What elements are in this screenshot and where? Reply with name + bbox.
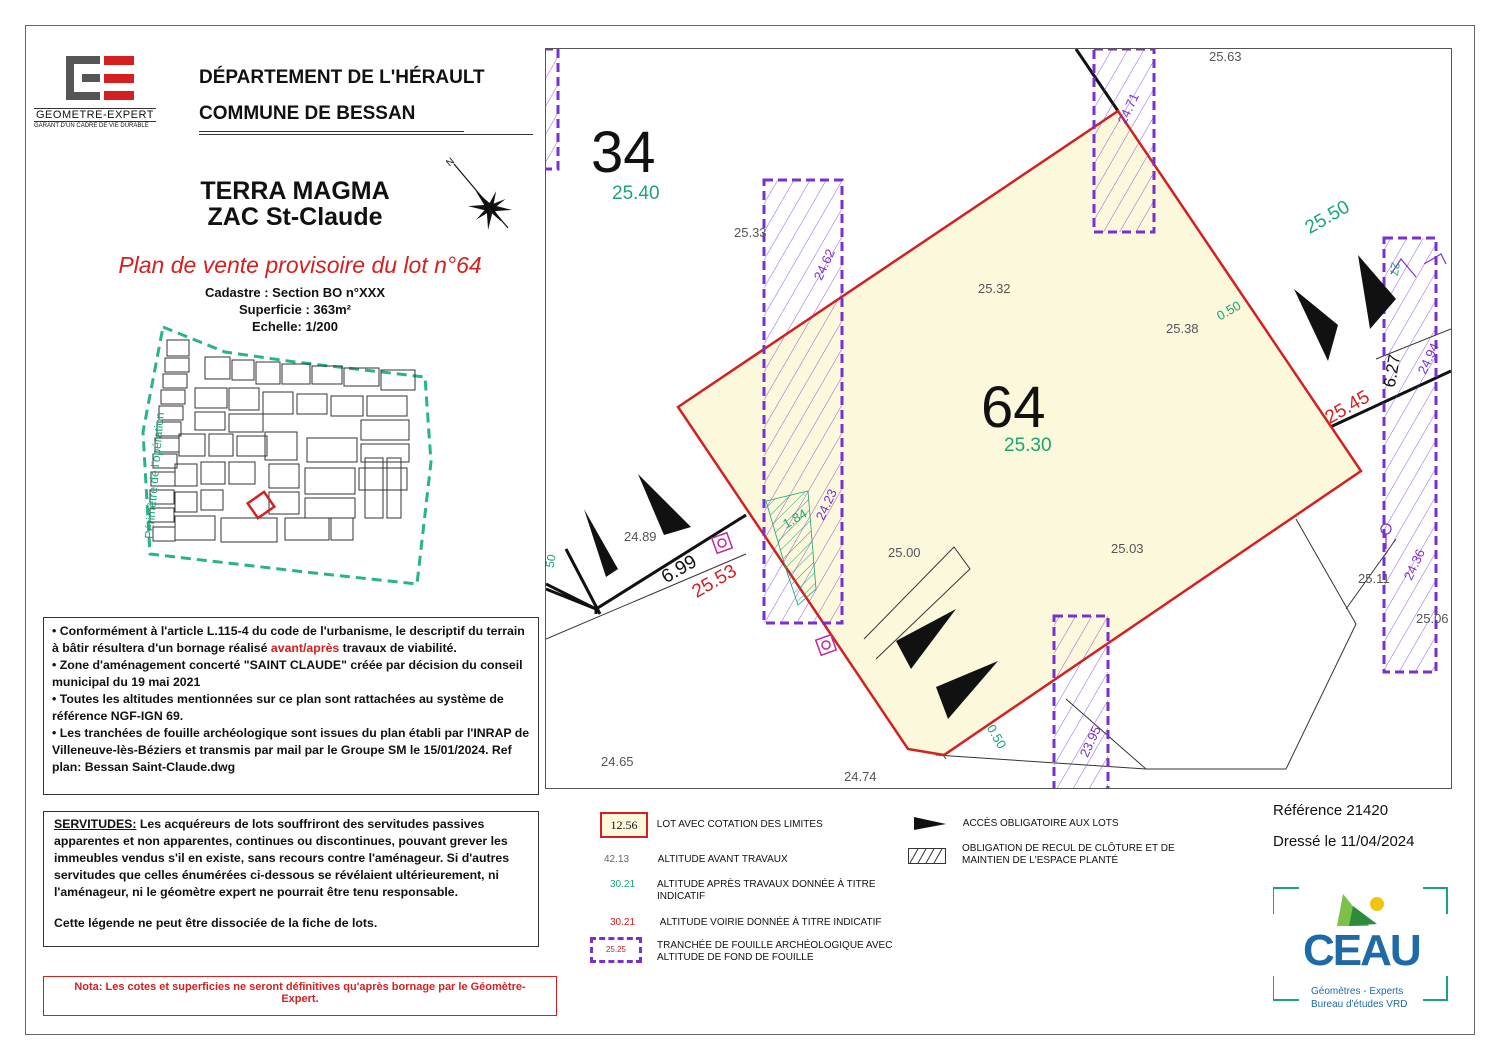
- project-name: TERRA MAGMA: [200, 177, 390, 205]
- north-arrow: N: [440, 150, 525, 235]
- legend-alt-road-text: ALTITUDE VOIRIE DONNÉE À TITRE INDICATIF: [659, 917, 882, 928]
- project-zone: ZAC St-Claude: [207, 203, 383, 231]
- legend-alt-after-text: ALTITUDE APRÈS TRAVAUX DONNÉE À TITRE IN…: [657, 879, 876, 902]
- hatch-swatch-icon: [908, 848, 946, 864]
- note-2-text: Zone d'aménagement concerté "SAINT CLAUD…: [52, 658, 523, 689]
- legend-footer: Cette légende ne peut être dissociée de …: [54, 916, 378, 930]
- plan-title: Plan de vente provisoire du lot n°64: [118, 252, 482, 278]
- department-title: DÉPARTEMENT DE L'HÉRAULT: [199, 67, 485, 88]
- spot-height: 25.00: [888, 545, 921, 560]
- legend-alt-before-sample: 42.13: [604, 854, 630, 865]
- legend-alt-after-sample: 30.21: [610, 879, 636, 890]
- legend-lot-sample: 12.56: [600, 812, 648, 838]
- note-1-text: Conformément à l'article L.115-4 du code…: [52, 624, 525, 655]
- ceau-name: CEAU: [1303, 926, 1422, 975]
- page-frame: [25, 25, 1475, 1035]
- spot-height: 25.63: [1209, 49, 1242, 64]
- ceau-emblem: [1272, 887, 1448, 1001]
- reference-number: Référence 21420: [1273, 802, 1389, 819]
- ge-logo-tagline: GARANT D'UN CADRE DE VIE DURABLE: [34, 123, 149, 129]
- servitudes-label: SERVITUDES:: [54, 817, 137, 831]
- ge-logo-name: GEOMETRE-EXPERT: [34, 108, 156, 122]
- servitudes-box: SERVITUDES: Les acquéreurs de lots souff…: [43, 811, 539, 947]
- note-1-end: travaux de viabilité.: [339, 641, 457, 655]
- legend-trench-text: TRANCHÉE DE FOUILLE ARCHÉOLOGIQUE AVEC A…: [657, 940, 893, 963]
- commune-title: COMMUNE DE BESSAN: [199, 103, 416, 124]
- spot-height: 25.32: [978, 281, 1011, 296]
- spot-height: 25.03: [1111, 541, 1144, 556]
- access-triangle-icon: [914, 817, 946, 830]
- nota-box: Nota: Les cotes et superficies ne seront…: [43, 976, 557, 1016]
- legend-setback-text: OBLIGATION DE RECUL DE CLÔTURE ET DE MAI…: [962, 843, 1175, 866]
- note-4-text: Les tranchées de fouille archéologique s…: [52, 726, 530, 774]
- note-4: • Les tranchées de fouille archéologique…: [52, 726, 530, 774]
- header-divider-2: [199, 134, 533, 135]
- ceau-line-2: Bureau d'études VRD: [1311, 999, 1408, 1010]
- legend-lot: 12.56 LOT AVEC COTATION DES LIMITES: [600, 812, 823, 838]
- cadastre-info: Cadastre : Section BO n°XXX: [204, 285, 386, 300]
- legend-alt-road-sample: 30.21: [610, 917, 636, 928]
- spot-height: 25.38: [1166, 321, 1199, 336]
- header-block: DÉPARTEMENT DE L'HÉRAULT COMMUNE DE BESS…: [199, 60, 485, 132]
- spot-height: 24.74: [844, 769, 877, 784]
- cut-label-left: 50: [545, 553, 559, 569]
- drawing-date: Dressé le 11/04/2024: [1273, 833, 1415, 850]
- locator-plan: [141, 324, 433, 586]
- legend-trench-sample: 25.25: [590, 937, 642, 963]
- compass-rose-icon: [453, 163, 512, 230]
- spot-height: 24.89: [624, 529, 657, 544]
- servitudes-text: Les acquéreurs de lots souffriront des s…: [54, 817, 510, 899]
- note-1: • Conformément à l'article L.115-4 du co…: [52, 624, 525, 655]
- note-3: • Toutes les altitudes mentionnées sur c…: [52, 692, 504, 723]
- locator-map: Périmètre de l'opération: [125, 322, 445, 592]
- project-title: TERRA MAGMA ZAC St-Claude: [170, 178, 420, 230]
- spot-height: 25.11: [1358, 571, 1390, 586]
- neighbor-lot-number: 34: [591, 120, 656, 185]
- note-2: • Zone d'aménagement concerté "SAINT CLA…: [52, 658, 523, 689]
- lot-plan-map: 34 25.40 64 25.30 25.63 25.33 25.32 25.3…: [545, 48, 1452, 789]
- lot-number: 64: [981, 375, 1046, 440]
- legend-alt-before-text: ALTITUDE AVANT TRAVAUX: [657, 854, 788, 865]
- note-1-red: avant/après: [270, 641, 340, 655]
- legend-access-text: ACCÈS OBLIGATOIRE AUX LOTS: [962, 818, 1119, 829]
- lot-altitude: 25.30: [1004, 435, 1052, 456]
- ceau-line-1: Géomètres - Experts: [1311, 986, 1404, 997]
- neighbor-lot-altitude: 25.40: [612, 183, 660, 204]
- spot-height: 25.06: [1416, 611, 1449, 626]
- legend-alt-before: 42.13 ALTITUDE AVANT TRAVAUX: [604, 854, 788, 866]
- geometre-expert-logo: GEOMETRE-EXPERT GARANT D'UN CADRE DE VIE…: [34, 50, 174, 134]
- area-info: Superficie : 363m²: [239, 302, 351, 317]
- note-3-text: Toutes les altitudes mentionnées sur ce …: [52, 692, 504, 723]
- spot-height: 25.33: [734, 225, 767, 240]
- ceau-logo: CEAU Géomètres - Experts Bureau d'études…: [1272, 886, 1449, 1014]
- legend-access: ACCÈS OBLIGATOIRE AUX LOTS: [914, 817, 1119, 831]
- cut-label-right: 27: [1386, 261, 1403, 277]
- legend-alt-road: 30.21 ALTITUDE VOIRIE DONNÉE À TITRE IND…: [610, 917, 881, 929]
- ge-emblem-icon: [66, 56, 134, 100]
- notes-box: • Conformément à l'article L.115-4 du co…: [43, 617, 539, 795]
- legend-lot-text: LOT AVEC COTATION DES LIMITES: [656, 819, 823, 830]
- header-divider: [199, 131, 464, 132]
- scale-info: Echelle: 1/200: [252, 319, 338, 334]
- spot-height: 24.65: [601, 754, 634, 769]
- lot-plan-drawing: [546, 49, 1451, 788]
